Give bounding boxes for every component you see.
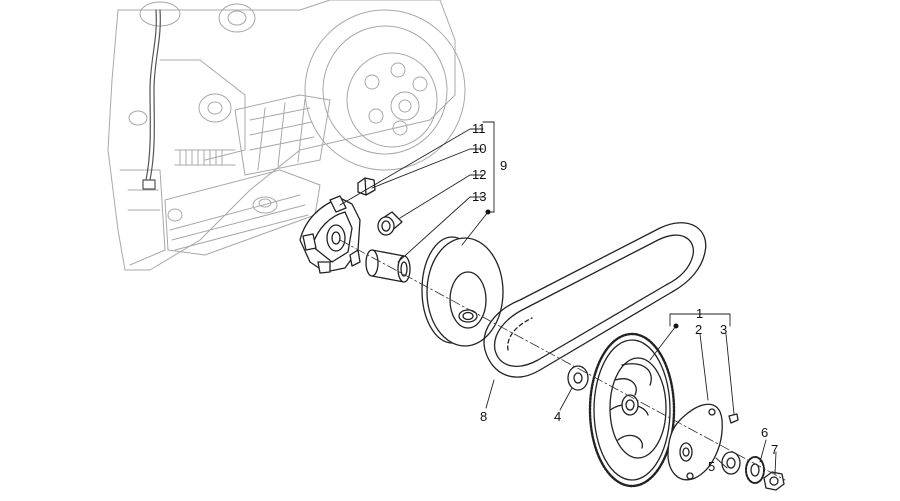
callout-11: 11 (472, 121, 486, 136)
callout-labels: 11 10 12 13 9 1 2 3 8 4 6 7 5 (472, 121, 778, 474)
callout-8: 8 (480, 409, 487, 424)
callout-6: 6 (761, 425, 768, 440)
slider-part (357, 177, 376, 196)
engine-cable (142, 9, 161, 190)
callout-13: 13 (472, 189, 486, 204)
washer-part (567, 365, 589, 391)
ramp-plate-part (299, 195, 361, 274)
nut-part (763, 471, 785, 491)
callout-5: 5 (708, 459, 715, 474)
callout-7: 7 (771, 442, 778, 457)
axis-centerline (339, 239, 786, 481)
callout-4: 4 (554, 409, 561, 424)
fan-pulley-part (588, 332, 676, 488)
engine-case-drawing (107, 0, 466, 271)
leader-lines (339, 121, 777, 475)
callout-10: 10 (472, 141, 486, 156)
bushing-part (377, 211, 403, 236)
callout-9: 9 (500, 158, 507, 173)
callout-12: 12 (472, 167, 486, 182)
callout-3: 3 (720, 322, 727, 337)
washer-small-part (721, 451, 741, 475)
callout-2: 2 (695, 322, 702, 337)
cover-plate-part (667, 403, 723, 481)
callout-1: 1 (696, 306, 703, 321)
toothed-washer-part (745, 456, 765, 484)
drive-belt-part (483, 222, 707, 378)
screw-part (728, 413, 739, 424)
pulley-half-part (421, 236, 504, 347)
